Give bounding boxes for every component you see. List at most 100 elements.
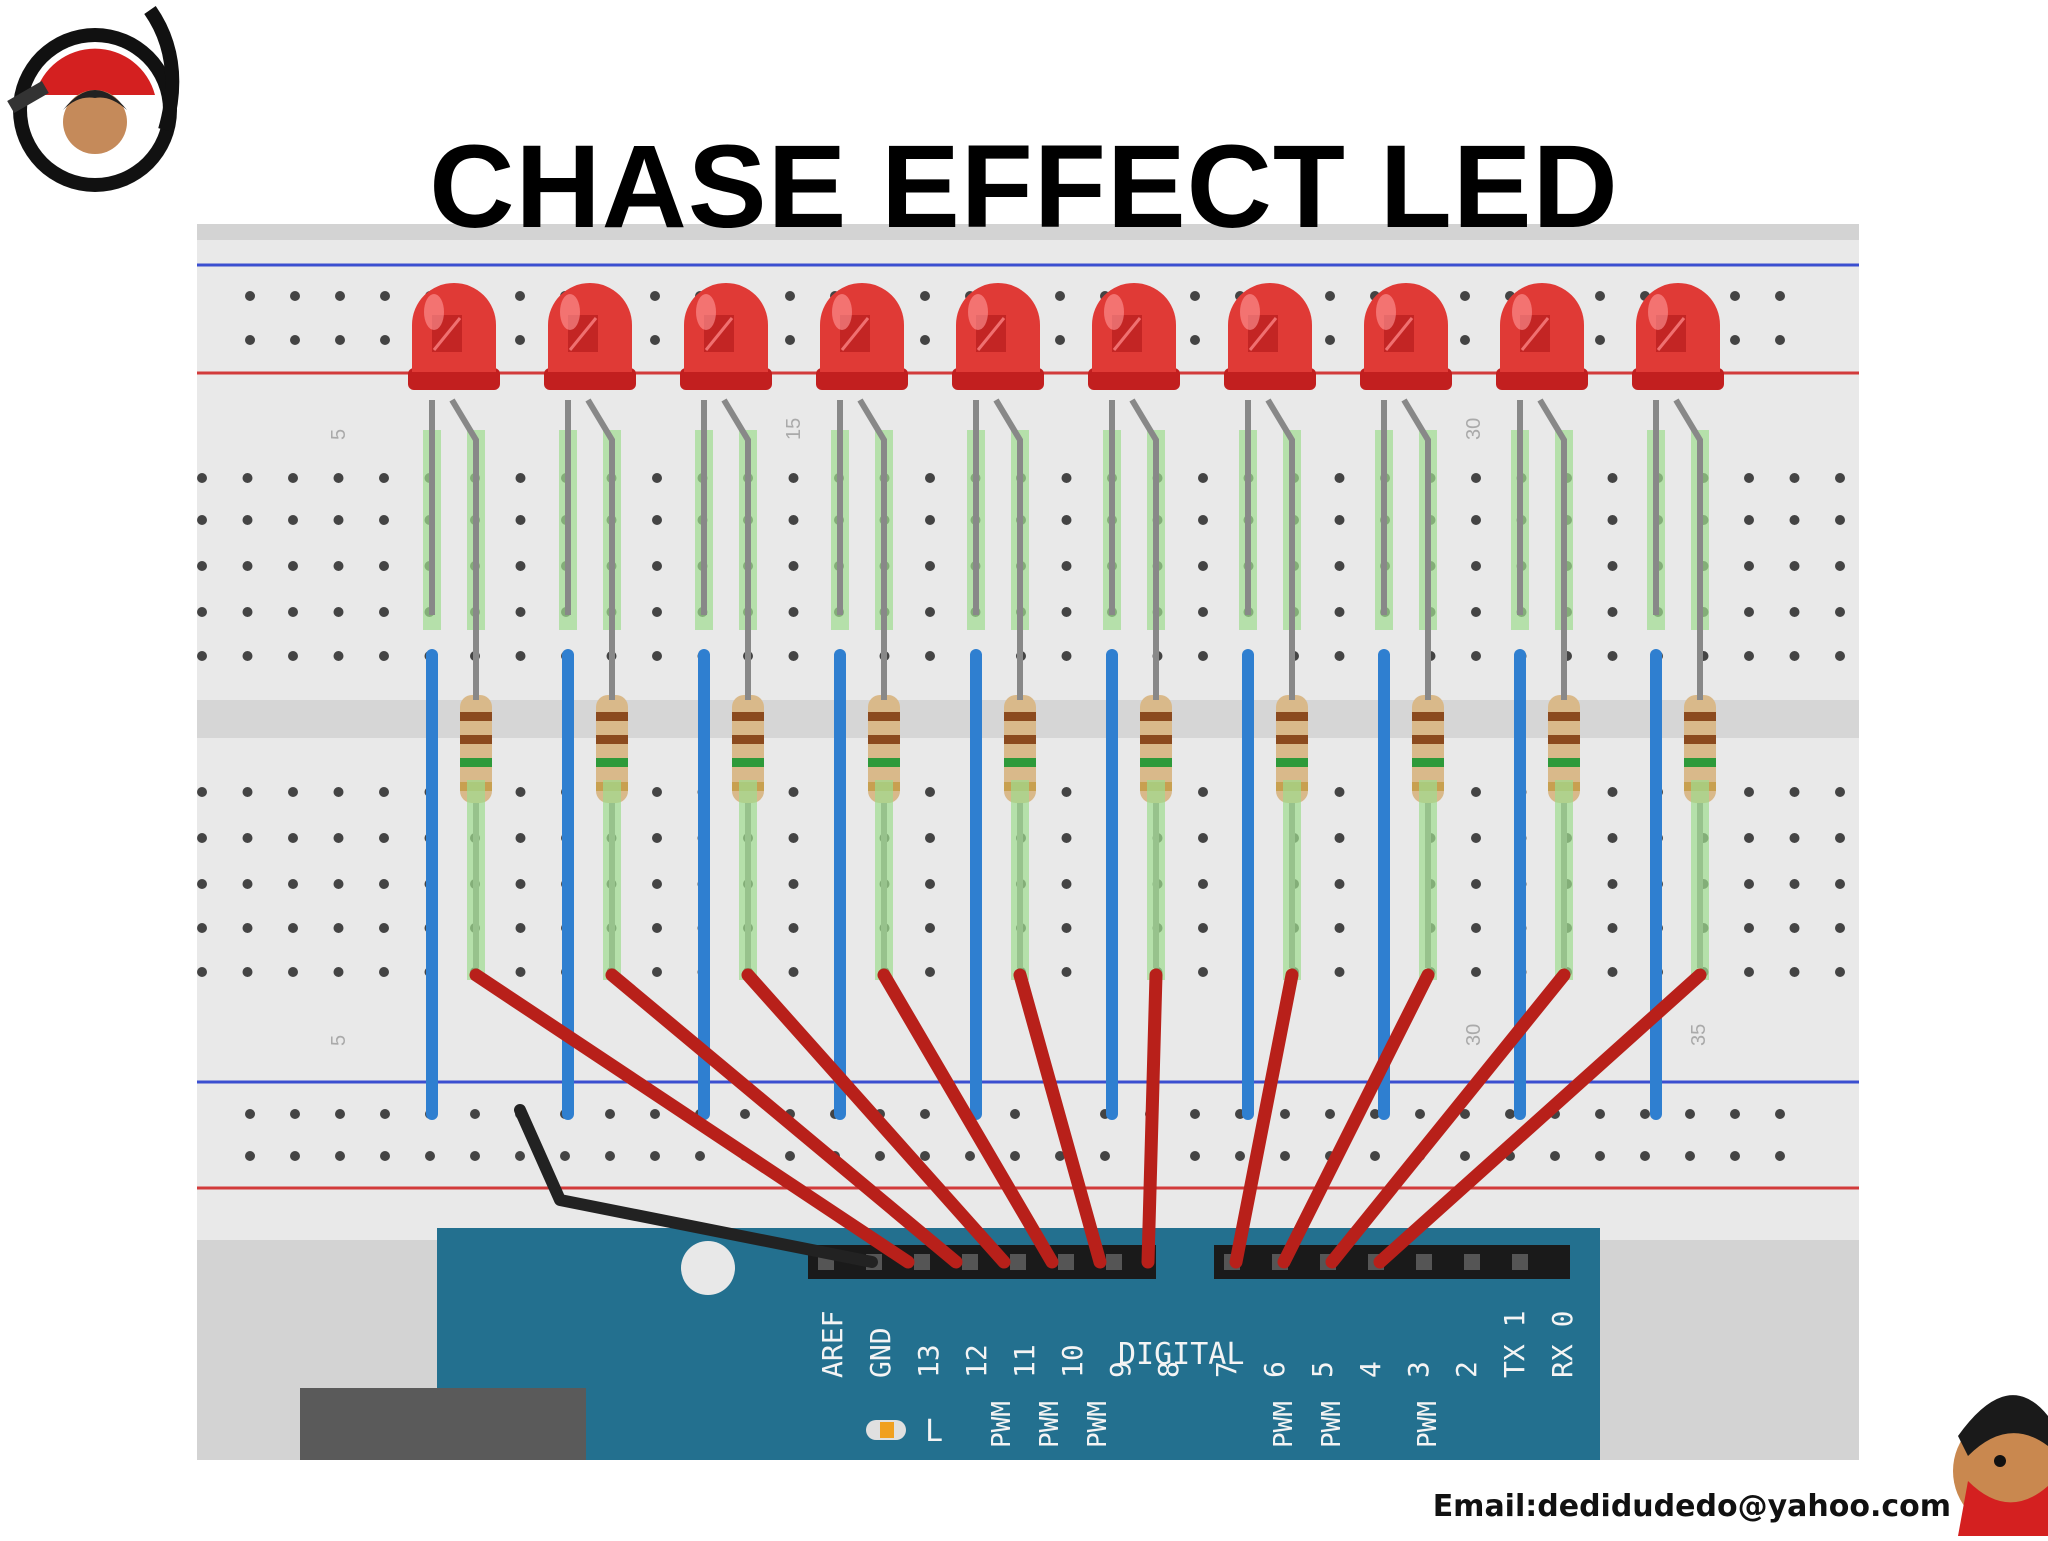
pwm-label: PWM	[1269, 1401, 1299, 1448]
rail-hole	[1505, 1109, 1515, 1119]
led-die-line	[1248, 317, 1278, 351]
terminal-hole	[1061, 923, 1072, 933]
terminal-hole	[515, 833, 526, 843]
terminal-hole	[1471, 515, 1481, 525]
logo-face	[63, 90, 127, 154]
header-pin	[1464, 1254, 1480, 1270]
terminal-hole	[515, 473, 526, 483]
resistor-band	[596, 712, 628, 721]
red-wire	[605, 968, 963, 1269]
terminal-hole	[1198, 473, 1208, 483]
resistor-band	[1684, 735, 1716, 744]
red-wire	[1229, 968, 1299, 1269]
terminal-hole	[788, 967, 799, 977]
led-die-line	[1656, 317, 1686, 351]
terminal-hole	[1471, 967, 1481, 977]
terminal-hole	[1744, 651, 1754, 661]
rail-hole	[335, 335, 345, 345]
terminal-hole	[242, 515, 253, 525]
rail-hole	[650, 291, 660, 301]
resistor-band	[1276, 758, 1308, 767]
terminal-hole	[288, 473, 298, 483]
resistor-body	[1412, 695, 1444, 803]
terminal-hole	[333, 967, 344, 977]
terminal-hole	[1334, 515, 1345, 525]
terminal-hole	[1198, 515, 1208, 525]
terminal-hole	[242, 879, 253, 889]
rail-hole	[1775, 1151, 1785, 1161]
terminal-hole	[242, 833, 253, 843]
terminal-hole	[1744, 515, 1754, 525]
red-wire	[741, 968, 1011, 1269]
led-rim	[952, 368, 1044, 390]
terminal-hole	[379, 833, 389, 843]
resistor-band	[1412, 712, 1444, 721]
leds	[408, 283, 1724, 980]
pin-label: 8	[1152, 1361, 1185, 1378]
terminal-hole	[1789, 651, 1800, 661]
terminal-hole	[925, 879, 935, 889]
rail-hole	[1595, 1109, 1605, 1119]
terminal-hole	[1789, 967, 1800, 977]
terminal-hole	[1835, 967, 1845, 977]
rail-hole	[1730, 335, 1740, 345]
terminal-hole	[788, 607, 799, 617]
terminal-hole	[652, 473, 662, 483]
terminal-hole	[1744, 879, 1754, 889]
terminal-hole	[1835, 833, 1845, 843]
resistor-band	[1548, 735, 1580, 744]
terminal-hole	[652, 561, 662, 571]
red-wire	[1277, 968, 1435, 1269]
header-pin	[1010, 1254, 1026, 1270]
terminal-hole	[1198, 787, 1208, 797]
terminal-hole	[925, 561, 935, 571]
terminal-hole	[197, 561, 207, 571]
pin-label: 12	[960, 1344, 993, 1378]
terminal-hole	[1835, 879, 1845, 889]
terminal-hole	[1607, 967, 1618, 977]
resistor-band	[868, 735, 900, 744]
rail-hole	[1460, 335, 1470, 345]
rail-hole	[245, 1151, 255, 1161]
onboard-led-label: L	[925, 1414, 943, 1449]
resistor-band	[1548, 758, 1580, 767]
logo-flag-red	[35, 48, 155, 95]
terminal-hole	[288, 967, 298, 977]
terminal-hole	[788, 515, 799, 525]
pin-label: RX 0	[1546, 1311, 1579, 1378]
resistor-band	[1004, 712, 1036, 721]
terminal-hole	[925, 787, 935, 797]
terminal-hole	[1061, 515, 1072, 525]
row-number: 5	[328, 1035, 350, 1046]
terminal-hole	[288, 879, 298, 889]
terminal-hole	[1835, 787, 1845, 797]
terminal-hole	[1835, 923, 1845, 933]
leg-highlight	[1147, 780, 1165, 980]
pin-label: 6	[1258, 1361, 1291, 1378]
terminal-hole	[197, 651, 207, 661]
terminal-hole	[333, 561, 344, 571]
rail-hole	[1460, 1151, 1470, 1161]
rail-hole	[1325, 291, 1335, 301]
led-highlight	[1240, 294, 1260, 330]
rail-hole	[1415, 1109, 1425, 1119]
terminal-hole	[652, 651, 662, 661]
led-highlight	[968, 294, 988, 330]
terminal-hole	[1744, 561, 1754, 571]
led-highlight	[1376, 294, 1396, 330]
terminal-hole	[1789, 879, 1800, 889]
rail-hole	[1100, 1151, 1110, 1161]
rail-hole	[920, 335, 930, 345]
pwm-label: PWM	[1035, 1401, 1065, 1448]
pwm-label: PWM	[987, 1401, 1017, 1448]
terminal-hole	[1198, 833, 1208, 843]
terminal-hole	[242, 651, 253, 661]
terminal-hole	[242, 787, 253, 797]
terminal-hole	[333, 879, 344, 889]
led-leg	[449, 398, 479, 700]
terminal-hole	[197, 923, 207, 933]
caricature-eye	[1994, 1455, 2006, 1467]
led-leg	[1537, 398, 1567, 700]
rail-hole	[1190, 1151, 1200, 1161]
